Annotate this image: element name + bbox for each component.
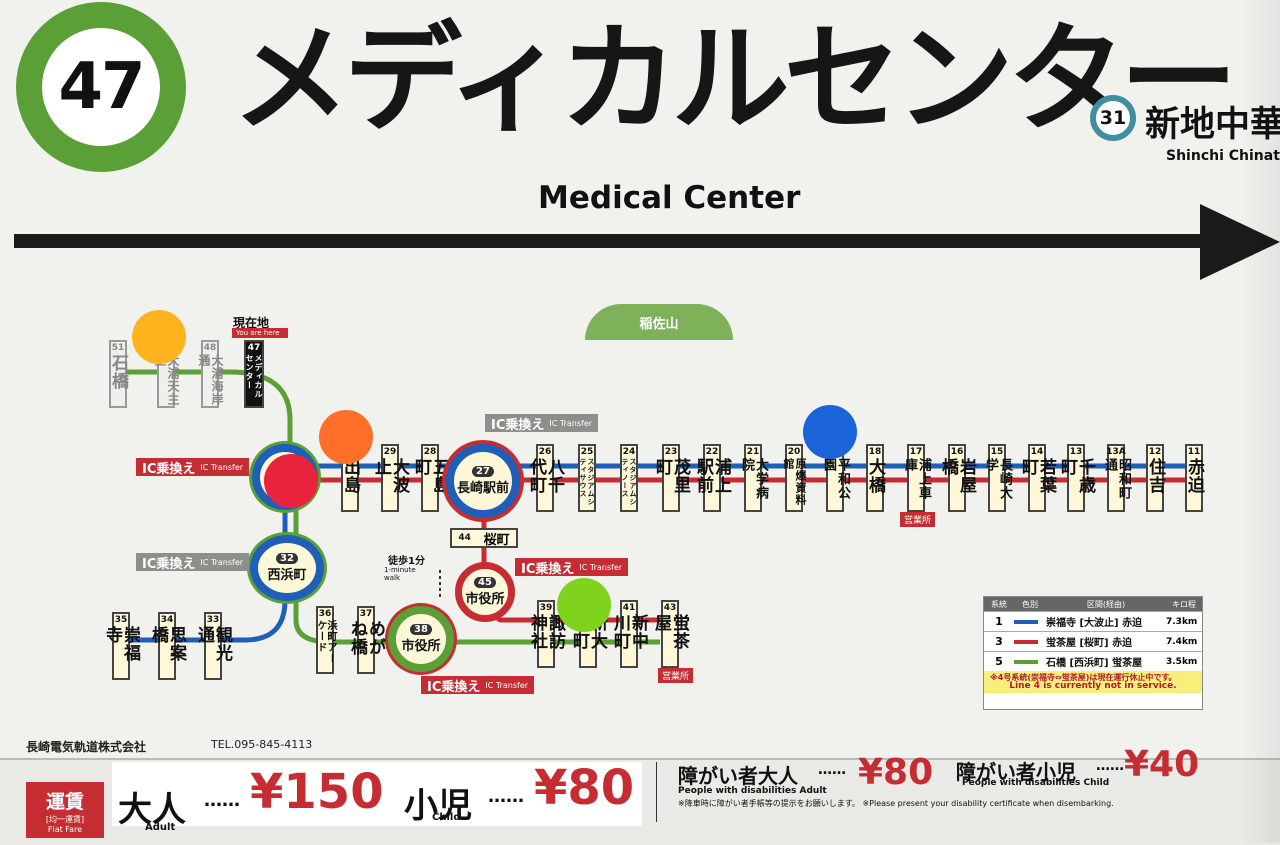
blue-line-south [120, 500, 288, 643]
legend-note: ※4号系統(崇福寺⇔蛍茶屋)は現在運行休止中です。 Line 4 is curr… [984, 671, 1202, 693]
marker-green [557, 578, 611, 632]
company-tel: TEL.095-845-4113 [211, 738, 313, 751]
child-dots: …… [488, 786, 524, 807]
green-line-top [120, 369, 293, 470]
walk-label: 徒歩1分 [388, 556, 425, 567]
child-price: ¥80 [534, 760, 635, 816]
you-are-here-label: 現在地 [233, 316, 270, 330]
station-name-ja: メディカルセンター [232, 10, 1238, 148]
fare-divider [656, 762, 657, 822]
hub-shimin-kaikan: 38 市役所 [388, 606, 454, 672]
marker-yellow [132, 310, 186, 364]
adult-label: 大人 [118, 790, 186, 830]
marker-orange [319, 410, 373, 464]
station-name-en: Medical Center [538, 180, 801, 216]
dis-child-dots: …… [1096, 758, 1124, 774]
dis-adult-label: 障がい者大人 [678, 764, 798, 788]
child-label: 小児 [404, 786, 472, 826]
walk-label-en: 1-minute walk [384, 566, 416, 582]
marker-red [264, 454, 318, 508]
adult-dots: …… [204, 790, 240, 811]
station-number: 47 [58, 50, 145, 124]
you-are-here-tag: You are here [232, 328, 288, 338]
dis-child-en: People with disabilities Child [962, 778, 1110, 788]
dis-adult-en: People with disabilities Adult [678, 786, 827, 796]
direction-arrow-line [14, 234, 1214, 248]
mount-inasa-label: 稲佐山 [585, 304, 733, 340]
office-badge-2: 営業所 [658, 668, 694, 683]
office-badge-1: 営業所 [900, 512, 936, 527]
fare-tag: 運賃 [均一運賃] Flat Fare [26, 782, 104, 838]
dis-adult-price: ¥80 [858, 752, 934, 793]
hub-city-hall: 45 市役所 [455, 562, 515, 622]
adult-price: ¥150 [250, 764, 384, 820]
disembark-note: ※降車時に障がい者手帳等の提示をお願いします。 ※Please present … [678, 799, 1114, 808]
fare-main-box [112, 762, 642, 826]
child-en: Child [432, 812, 461, 823]
dis-adult-dots: …… [818, 762, 846, 778]
dis-child-label: 障がい者小児 [956, 760, 1076, 784]
hub-nagasaki-station: 27 長崎駅前 [446, 444, 520, 518]
hub-nishihamanomachi: 32 西浜町 [250, 535, 324, 601]
company-name: 長崎電気軌道株式会社 [26, 740, 147, 754]
next-station-number: 31 [1090, 95, 1136, 141]
legend-header: 系統 色別 区間(経由) キロ程 [984, 597, 1202, 611]
adult-en: Adult [145, 822, 176, 833]
marker-blue [803, 405, 857, 459]
dis-child-price: ¥40 [1124, 744, 1200, 785]
